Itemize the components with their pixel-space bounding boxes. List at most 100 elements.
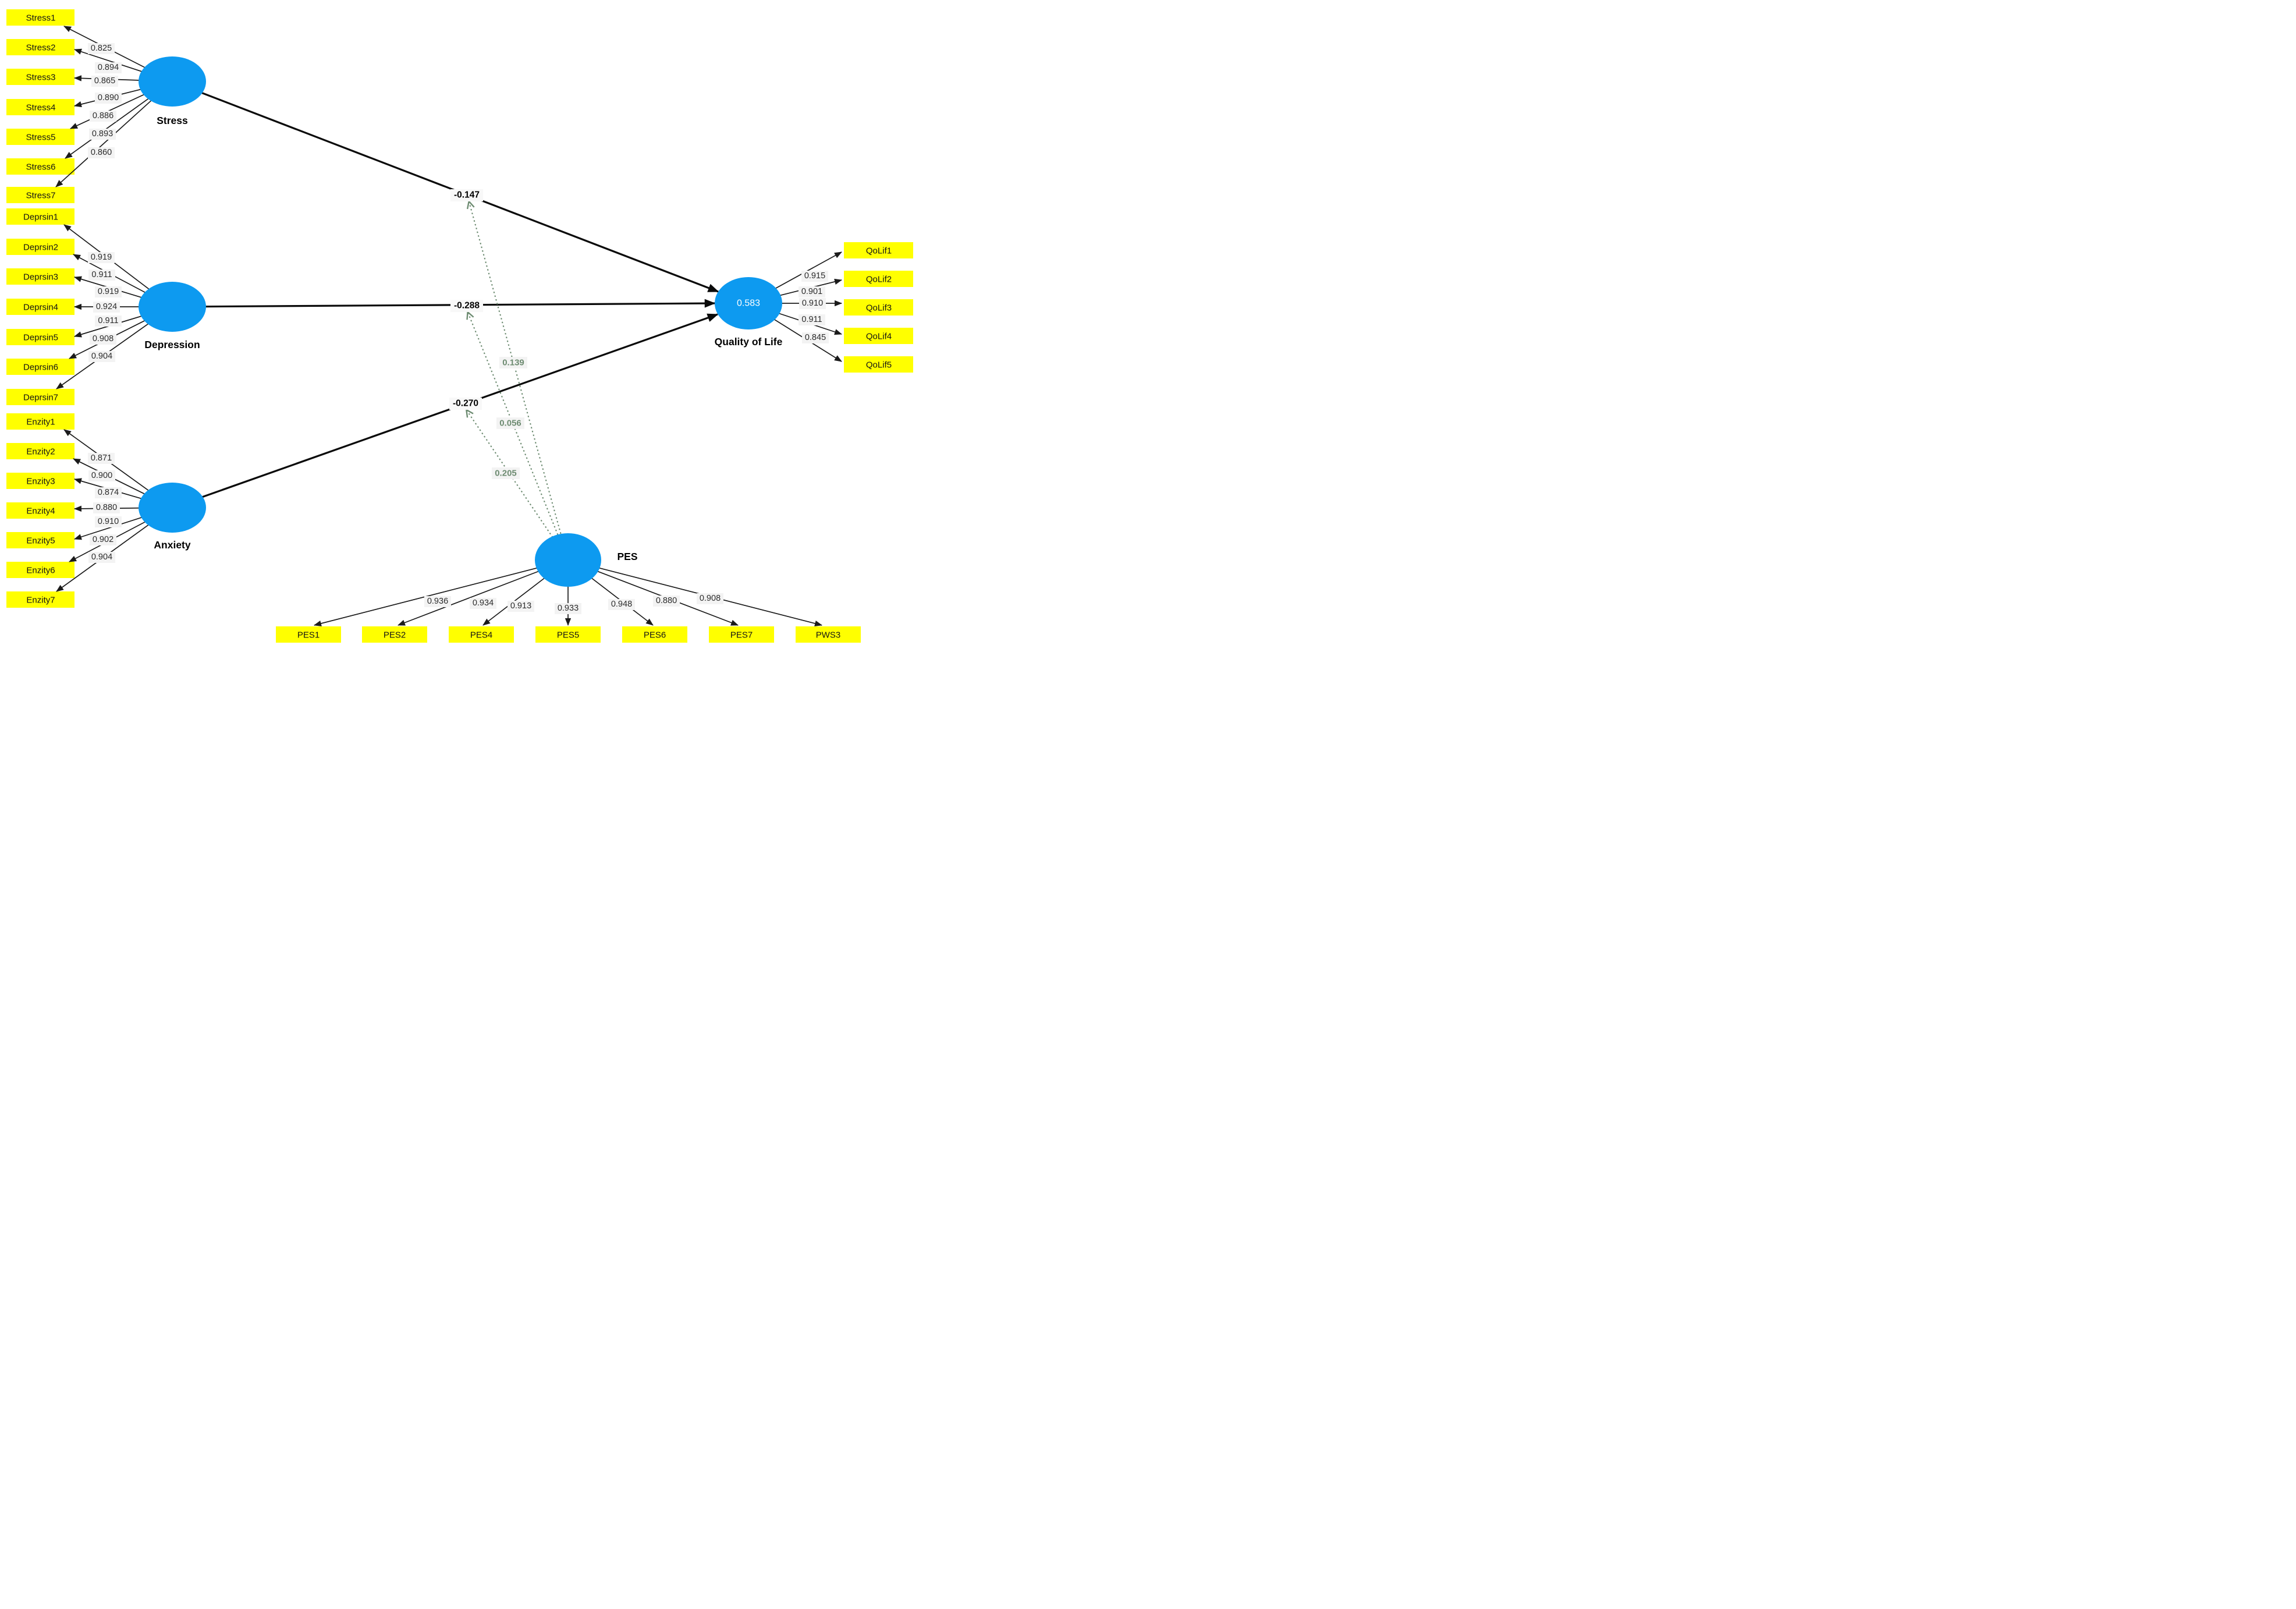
indicator-label: Stress2 <box>26 43 56 53</box>
loading-label: 0.919 <box>98 287 119 296</box>
indicator-label: Enzity7 <box>26 596 55 605</box>
indicator-label: Deprsin5 <box>23 333 58 343</box>
moderation-path-arrows <box>467 202 569 561</box>
indicator-label: Stress1 <box>26 13 56 23</box>
indicator-label: Enzity4 <box>26 506 55 516</box>
loading-label: 0.825 <box>91 44 112 53</box>
indicator-label: Enzity1 <box>26 417 55 427</box>
indicator-box <box>6 502 74 519</box>
indicator-box <box>6 39 74 55</box>
loading-label: 0.886 <box>93 111 113 121</box>
indicator-label: Stress3 <box>26 73 56 83</box>
indicator-label: Deprsin6 <box>23 363 58 373</box>
qol-r-squared-value: 0.583 <box>737 299 760 309</box>
loading-label: 0.880 <box>96 503 117 512</box>
label-bg <box>492 467 520 479</box>
indicator-label: PES7 <box>730 630 753 640</box>
indicator-box <box>535 626 601 643</box>
indicator-box <box>6 359 74 375</box>
label-bg <box>88 147 115 158</box>
construct-ellipse-stress <box>139 56 206 107</box>
pes-indicator-boxes: PES1 PES2 PES4 PES5 PES6 PES7 PWS3 <box>276 626 861 643</box>
moderation-coefficient-labels: 0.139 0.056 0.205 <box>492 357 527 479</box>
label-bg <box>450 189 483 201</box>
loading-label: 0.865 <box>94 76 115 86</box>
indicator-box <box>6 329 74 345</box>
edge-line <box>567 559 823 627</box>
label-bg <box>508 601 534 612</box>
label-bg <box>555 603 581 614</box>
indicator-box <box>6 443 74 459</box>
indicator-box <box>6 299 74 315</box>
label-bg <box>93 502 120 513</box>
label-bg <box>88 43 115 54</box>
loading-label: 0.908 <box>700 594 721 603</box>
indicator-box <box>6 9 74 26</box>
label-bg <box>88 453 115 464</box>
label-bg <box>653 596 680 607</box>
moderation-coefficient-depression-path: 0.056 <box>499 419 521 428</box>
construct-label-qol: Quality of Life <box>715 336 783 348</box>
path-coefficient-labels: -0.147 -0.288 -0.270 <box>449 189 483 410</box>
label-bg <box>89 129 116 140</box>
loading-label: 0.933 <box>558 604 579 613</box>
label-bg <box>88 351 115 362</box>
label-bg <box>95 286 122 297</box>
label-bg <box>95 93 122 104</box>
moderation-coefficient-stress-path: 0.139 <box>502 358 524 368</box>
indicator-box <box>709 626 774 643</box>
loading-label: 0.880 <box>656 596 677 605</box>
indicator-box <box>449 626 514 643</box>
label-bg <box>608 599 635 610</box>
indicator-label: Enzity3 <box>26 477 55 487</box>
loading-label: 0.871 <box>91 453 112 463</box>
indicator-label: Enzity6 <box>26 566 55 576</box>
path-coefficient-anxiety-qol: -0.270 <box>453 399 478 409</box>
label-bg <box>799 314 825 325</box>
loading-label: 0.936 <box>427 597 448 606</box>
indicator-box <box>6 532 74 548</box>
moderation-coefficient-anxiety-path: 0.205 <box>495 469 517 479</box>
indicator-box <box>844 328 913 344</box>
label-bg <box>95 316 122 327</box>
indicator-box <box>6 239 74 255</box>
indicator-label: Stress5 <box>26 133 56 143</box>
loading-label: 0.904 <box>91 352 112 361</box>
indicator-label: Stress6 <box>26 162 56 172</box>
indicator-box <box>6 208 74 225</box>
construct-label-depression: Depression <box>144 339 200 350</box>
indicator-label: Enzity2 <box>26 447 55 457</box>
label-bg <box>95 62 122 73</box>
loading-label: 0.910 <box>98 517 119 526</box>
indicator-label: PES6 <box>644 630 666 640</box>
indicator-box <box>362 626 427 643</box>
label-bg <box>496 417 524 429</box>
indicator-box <box>844 299 913 316</box>
indicator-label: PES1 <box>297 630 320 640</box>
indicator-box <box>844 242 913 258</box>
label-bg <box>90 534 116 545</box>
label-bg <box>95 487 122 498</box>
label-bg <box>449 398 482 410</box>
indicator-label: QoLif2 <box>866 275 892 285</box>
pes-loading-labels: 0.936 0.934 0.913 0.933 0.948 0.880 0.90… <box>424 593 723 614</box>
label-bg <box>424 596 451 607</box>
label-bg <box>799 298 826 309</box>
qol-indicator-boxes: QoLif1 QoLif2 QoLif3 QoLif4 QoLif5 <box>844 242 913 373</box>
label-bg <box>499 357 527 368</box>
loading-label: 0.874 <box>98 488 119 497</box>
construct-ellipse-depression <box>139 282 206 332</box>
indicator-label: Deprsin7 <box>23 393 58 403</box>
indicator-box <box>276 626 341 643</box>
indicator-box <box>6 69 74 85</box>
path-coefficient-stress-qol: -0.147 <box>454 190 480 200</box>
path-depression-to-qol <box>172 299 716 308</box>
indicator-label: PWS3 <box>816 630 841 640</box>
label-bg <box>88 270 115 281</box>
moderation-pes-on-anxiety-path <box>467 410 569 561</box>
label-bg <box>801 271 828 282</box>
indicator-box <box>6 99 74 115</box>
indicator-label: QoLif3 <box>866 303 892 313</box>
construct-label-stress: Stress <box>157 115 188 126</box>
indicator-label: Stress4 <box>26 103 56 113</box>
